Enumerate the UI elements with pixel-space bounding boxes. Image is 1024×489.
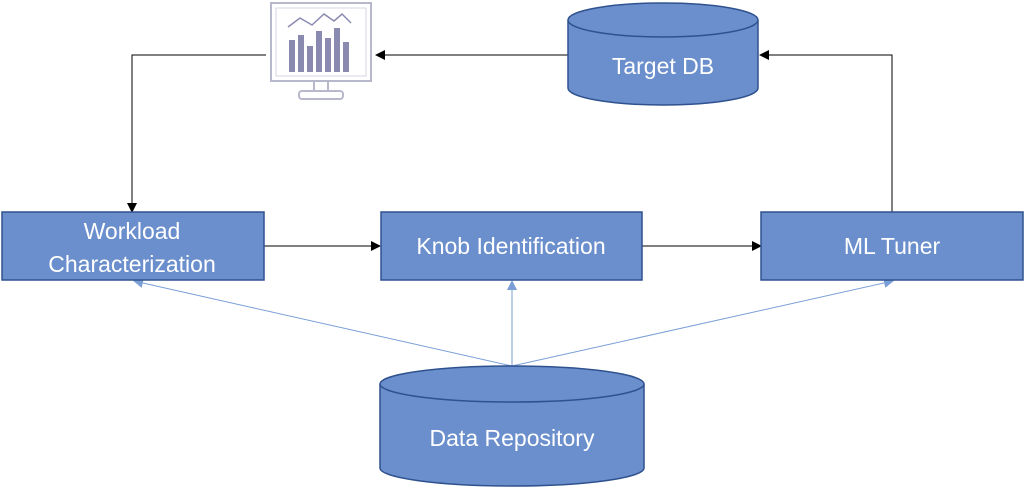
workload-characterization-node: Workload Characterization [1,211,265,281]
data-repository-label: Data Repository [430,425,595,451]
workload-label-line-2: Characterization [48,251,215,277]
ml-tuner-node: ML Tuner [760,211,1024,281]
arrow-repository-to-ml-tuner [511,278,894,367]
arrow-ml-tuner-to-target-db [759,50,893,212]
ml-tuner-label: ML Tuner [844,233,941,259]
knob-identification-label: Knob Identification [416,233,605,259]
arrow-monitor-to-workload [127,54,266,213]
arrow-repository-to-workload [133,278,513,367]
target-db-label: Target DB [612,53,714,79]
data-repository-node: Data Repository [379,365,645,487]
workload-label-line-1: Workload [84,218,181,244]
monitor-chart-icon [270,2,372,100]
target-db-node: Target DB [567,2,759,106]
knob-identification-node: Knob Identification [380,211,643,281]
